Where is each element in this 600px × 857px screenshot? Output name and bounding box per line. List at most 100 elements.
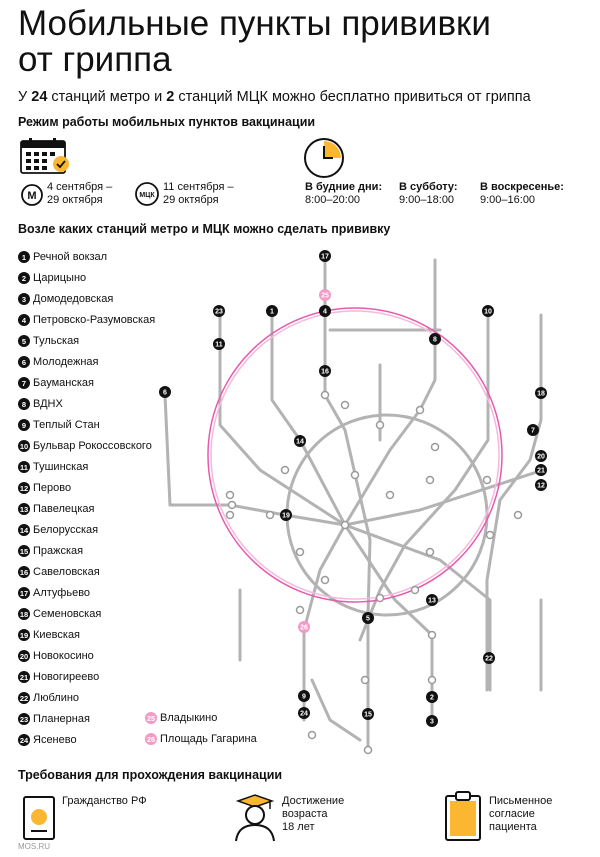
station-marker-dot <box>319 365 331 377</box>
station-marker: 7 <box>527 424 539 436</box>
station-marker: 19 <box>280 509 292 521</box>
station-marker-number: 1 <box>270 309 274 316</box>
mcc-station-name: Владыкино <box>160 712 218 724</box>
station-marker-number: 25 <box>321 293 329 300</box>
station-marker-dot <box>535 387 547 399</box>
station-marker-dot <box>362 708 374 720</box>
mcc-ring-outer <box>207 307 503 603</box>
station-marker-dot <box>483 652 495 664</box>
weekdays-hours: 8:00–20:00 <box>305 194 361 206</box>
station-name: Петровско-Разумовская <box>33 314 156 326</box>
station-markers: 1234567891011121314151617181920212223242… <box>159 250 547 727</box>
calendar-icon <box>20 138 69 174</box>
station-number-badge: 1 <box>18 251 30 263</box>
mcc-icon: МЦК <box>135 182 159 206</box>
station-marker-dot <box>535 479 547 491</box>
station-marker-number: 10 <box>484 309 492 316</box>
station-number-badge: 3 <box>18 293 30 305</box>
station-marker: 8 <box>429 333 441 345</box>
station-number-badge: 2 <box>18 272 30 284</box>
station-marker: 14 <box>294 435 306 447</box>
station-marker-number: 11 <box>215 342 223 349</box>
mcc-station-marker: 26 <box>298 621 310 633</box>
sunday-hours: 9:00–16:00 <box>480 194 536 206</box>
sunday-label: В воскресенье: <box>480 181 564 193</box>
station-number-badge: 15 <box>18 545 30 557</box>
station-number-badge: 13 <box>18 503 30 515</box>
station-number-badge: 10 <box>18 440 30 452</box>
station-number-badge: 5 <box>18 335 30 347</box>
line-south <box>310 678 362 742</box>
station-number-badge: 14 <box>18 524 30 536</box>
saturday-schedule: В субботу: 9:00–18:00 <box>399 181 458 207</box>
station-name: Новокосино <box>33 650 94 662</box>
transfer-node <box>295 547 305 557</box>
station-number-badge: 24 <box>18 734 30 746</box>
transfer-node <box>513 510 523 520</box>
passport-icon <box>23 796 55 840</box>
station-marker: 21 <box>535 464 547 476</box>
station-marker-dot <box>482 305 494 317</box>
station-marker: 13 <box>426 594 438 606</box>
transfer-node <box>360 675 370 685</box>
station-name: Савеловская <box>33 566 100 578</box>
station-marker-dot <box>535 450 547 462</box>
station-marker-number: 24 <box>300 711 308 718</box>
mcc-station-marker: 25 <box>319 289 331 301</box>
req-citizenship-line-1: Гражданство РФ <box>62 795 147 807</box>
transfer-node <box>227 500 237 510</box>
clipboard-icon <box>445 791 481 841</box>
station-marker-dot <box>426 715 438 727</box>
transfer-node <box>320 390 330 400</box>
station-name: Тушинская <box>33 461 89 473</box>
title-line-2: от гриппа <box>18 40 172 79</box>
mcc-station-number-badge: 25 <box>145 712 157 724</box>
transfer-node <box>340 400 350 410</box>
station-marker-number: 5 <box>366 616 370 623</box>
transfer-node <box>385 490 395 500</box>
station-marker-number: 26 <box>300 625 308 632</box>
station-marker: 16 <box>319 365 331 377</box>
station-number-badge: 19 <box>18 629 30 641</box>
station-name: Домодедовская <box>33 293 114 305</box>
saturday-hours: 9:00–18:00 <box>399 194 455 206</box>
station-marker-dot <box>280 509 292 521</box>
station-name: Тульская <box>33 335 80 347</box>
transfer-node <box>375 593 385 603</box>
schedule-heading: Режим работы мобильных пунктов вакцинаци… <box>18 115 316 129</box>
station-marker: 15 <box>362 708 374 720</box>
station-marker-number: 16 <box>321 369 329 376</box>
station-marker: 17 <box>319 250 331 262</box>
station-number-badge: 6 <box>18 356 30 368</box>
station-marker-number: 6 <box>163 390 167 397</box>
metro-lines <box>163 258 545 752</box>
graduate-icon <box>235 794 275 842</box>
station-marker-dot <box>319 289 331 301</box>
station-name: Теплый Стан <box>33 419 100 431</box>
station-marker-dot <box>294 435 306 447</box>
station-name: Алтуфьево <box>33 587 91 599</box>
weekday-schedule: В будние дни: 8:00–20:00 <box>305 181 382 207</box>
req-age: Достижение возраста 18 лет <box>282 795 344 834</box>
transfer-nodes <box>225 390 523 755</box>
station-name: Люблино <box>33 692 80 704</box>
transfer-node <box>340 520 350 530</box>
station-marker-dot <box>298 621 310 633</box>
station-marker: 4 <box>319 305 331 317</box>
mcc-icon-text: МЦК <box>139 192 155 199</box>
metro-map: 1234567891011121314151617181920212223242… <box>159 250 547 755</box>
station-marker: 9 <box>298 690 310 702</box>
mcc-ring-inner <box>210 310 500 600</box>
req-citizenship: Гражданство РФ <box>62 795 147 808</box>
station-marker: 20 <box>535 450 547 462</box>
stations-heading: Возле каких станций метро и МЦК можно сд… <box>18 222 391 236</box>
station-name: Павелецкая <box>33 503 95 515</box>
station-name: Молодежная <box>33 356 99 368</box>
